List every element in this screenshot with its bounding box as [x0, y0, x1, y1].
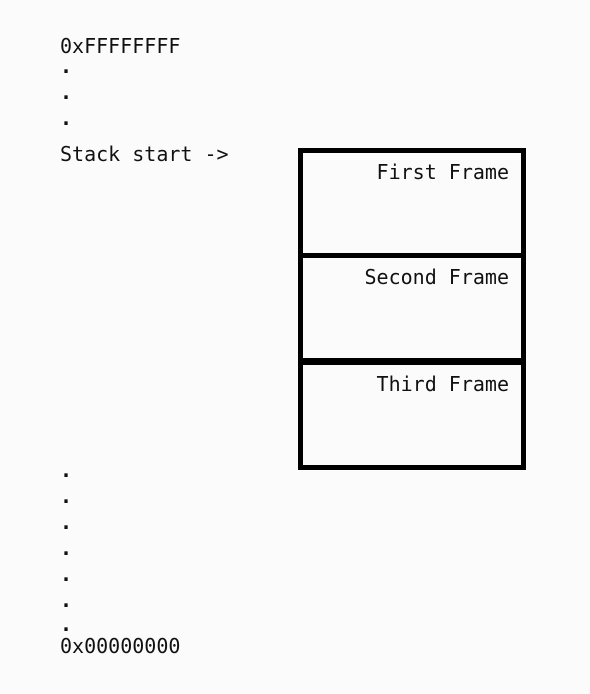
ellipsis-dot: . — [60, 458, 73, 482]
bottom-address: 0x00000000 — [60, 634, 181, 658]
stack-frame-first: First Frame — [298, 148, 526, 258]
frame-label: First Frame — [376, 160, 509, 184]
ellipsis-dot: . — [60, 536, 73, 560]
top-address: 0xFFFFFFFF — [60, 34, 181, 58]
ellipsis-dot: . — [60, 80, 73, 104]
ellipsis-dot: . — [60, 54, 73, 78]
ellipsis-dot: . — [60, 588, 73, 612]
stack-diagram: First Frame Second Frame Third Frame — [298, 148, 526, 472]
stack-frame-second: Second Frame — [298, 253, 526, 363]
ellipsis-dot: . — [60, 562, 73, 586]
frame-label: Third Frame — [376, 372, 509, 396]
ellipsis-dot: . — [60, 612, 73, 636]
ellipsis-dot: . — [60, 106, 73, 130]
ellipsis-dot: . — [60, 510, 73, 534]
stack-frame-third: Third Frame — [298, 360, 526, 470]
frame-label: Second Frame — [364, 265, 510, 289]
ellipsis-dot: . — [60, 484, 73, 508]
stack-start-label: Stack start -> — [60, 142, 229, 166]
